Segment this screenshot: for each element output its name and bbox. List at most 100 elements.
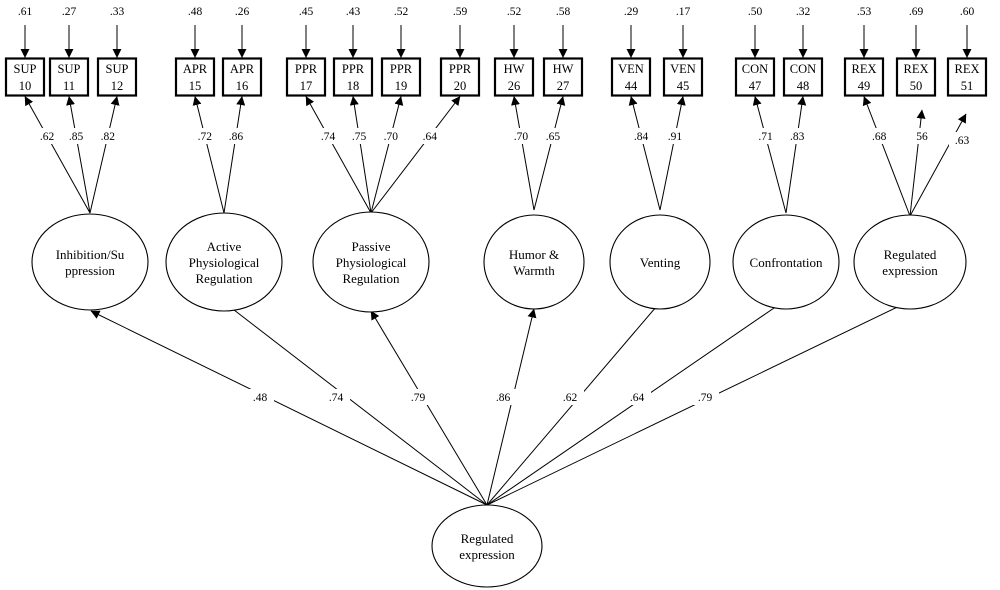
factor-loading-value: 56	[916, 131, 928, 143]
indicator-code: SUP	[58, 62, 81, 76]
loading-arrow	[370, 96, 461, 214]
factor-ellipse	[165, 212, 283, 312]
loading-label-bg	[191, 128, 218, 144]
indicator-number: 50	[910, 79, 923, 93]
loading-arrow	[909, 113, 967, 217]
factor-ellipse	[31, 213, 149, 311]
loading-label-bg	[661, 128, 688, 144]
loading-arrow	[909, 109, 926, 217]
indicator-box	[493, 57, 535, 97]
indicator-box	[782, 57, 824, 97]
error-variance-value: .43	[346, 6, 361, 18]
loading-label-bg	[377, 128, 404, 144]
indicator-code: CON	[790, 62, 816, 76]
error-variance-value: .52	[507, 6, 522, 18]
indicator-number: 48	[797, 79, 810, 93]
indicator-code: SUP	[14, 62, 37, 76]
path-coefficient-value: .79	[698, 392, 713, 404]
error-variance-value: .33	[110, 6, 125, 18]
loading-arrow	[752, 96, 787, 214]
loading-label-bg	[94, 128, 121, 144]
error-variance-value: .45	[299, 6, 314, 18]
indicator-box	[332, 57, 374, 97]
path-arrow	[90, 310, 488, 506]
indicator-box	[221, 57, 263, 97]
factor-name: Regulation	[195, 271, 253, 286]
factor-ellipse	[732, 214, 840, 310]
loading-arrow	[533, 96, 566, 211]
loading-label-bg	[866, 128, 893, 144]
path-label-bg	[322, 389, 350, 405]
indicator-code: VEN	[670, 62, 696, 76]
loading-arrow	[223, 96, 246, 214]
indicator-code: REX	[852, 62, 877, 76]
path-coefficient-value: .64	[630, 392, 645, 404]
factor-loading-value: .63	[955, 135, 970, 147]
indicator-box	[285, 57, 327, 97]
factor-loading-value: .68	[872, 131, 887, 143]
indicator-code: SUP	[106, 62, 129, 76]
loading-label-bg	[949, 132, 975, 148]
loading-label-bg	[34, 128, 61, 144]
error-variance-value: .52	[394, 6, 409, 18]
factor-name: Confrontation	[750, 255, 823, 270]
higher-order-factor-name: Regulated	[461, 531, 514, 546]
indicator-box	[439, 57, 481, 97]
error-variance-value: .60	[960, 6, 975, 18]
indicator-number: 27	[557, 79, 570, 93]
factor-name: Physiological	[189, 255, 260, 270]
factor-name: ppression	[65, 263, 115, 278]
error-variance-value: .61	[18, 6, 33, 18]
indicator-box	[4, 57, 46, 97]
indicator-number: 26	[508, 79, 521, 93]
factor-loading-value: .84	[634, 131, 649, 143]
factor-name: Venting	[640, 255, 681, 270]
indicator-box	[843, 57, 885, 97]
loading-arrow	[24, 96, 91, 214]
indicator-number: 15	[189, 79, 202, 93]
factor-loading-value: .82	[101, 131, 116, 143]
loading-arrow	[89, 96, 120, 214]
loading-label-bg	[752, 128, 779, 144]
factor-ellipse	[483, 214, 585, 310]
loading-label-bg	[63, 128, 90, 144]
loading-label-bg	[539, 128, 566, 144]
loading-label-bg	[346, 128, 373, 144]
indicator-code: CON	[742, 62, 768, 76]
indicator-number: 11	[63, 79, 75, 93]
factor-name: Regulation	[342, 271, 400, 286]
indicator-number: 19	[395, 79, 408, 93]
factor-name: Humor &	[509, 247, 559, 262]
path-coefficient-value: .79	[411, 392, 426, 404]
loading-label-bg	[315, 128, 342, 144]
error-variance-value: .50	[748, 6, 763, 18]
loading-label-bg	[416, 128, 443, 144]
loading-arrow	[66, 96, 91, 214]
indicator-number: 12	[111, 79, 124, 93]
indicator-code: VEN	[618, 62, 644, 76]
factor-name: Warmth	[513, 263, 555, 278]
indicator-number: 45	[677, 79, 690, 93]
indicator-number: 16	[236, 79, 249, 93]
factor-ellipse	[853, 214, 967, 310]
loading-arrow	[785, 96, 807, 214]
error-variance-value: .26	[235, 6, 250, 18]
factor-ellipse	[609, 214, 711, 310]
indicator-box	[610, 57, 652, 97]
factor-loading-value: .91	[668, 131, 683, 143]
indicator-number: 44	[625, 79, 638, 93]
factor-loading-value: .71	[758, 131, 773, 143]
factor-loading-value: .70	[384, 131, 399, 143]
error-variance-value: .32	[796, 6, 811, 18]
factor-ellipse	[312, 211, 430, 313]
error-variance-value: .59	[453, 6, 468, 18]
indicator-code: PPR	[342, 62, 365, 76]
indicator-number: 18	[347, 79, 360, 93]
factor-loading-value: .75	[352, 131, 367, 143]
path-label-bg	[404, 389, 432, 405]
indicator-box	[96, 57, 138, 97]
factor-loading-value: .83	[790, 131, 805, 143]
indicator-box	[895, 57, 937, 97]
loading-arrow	[862, 96, 911, 217]
indicator-code: REX	[904, 62, 929, 76]
